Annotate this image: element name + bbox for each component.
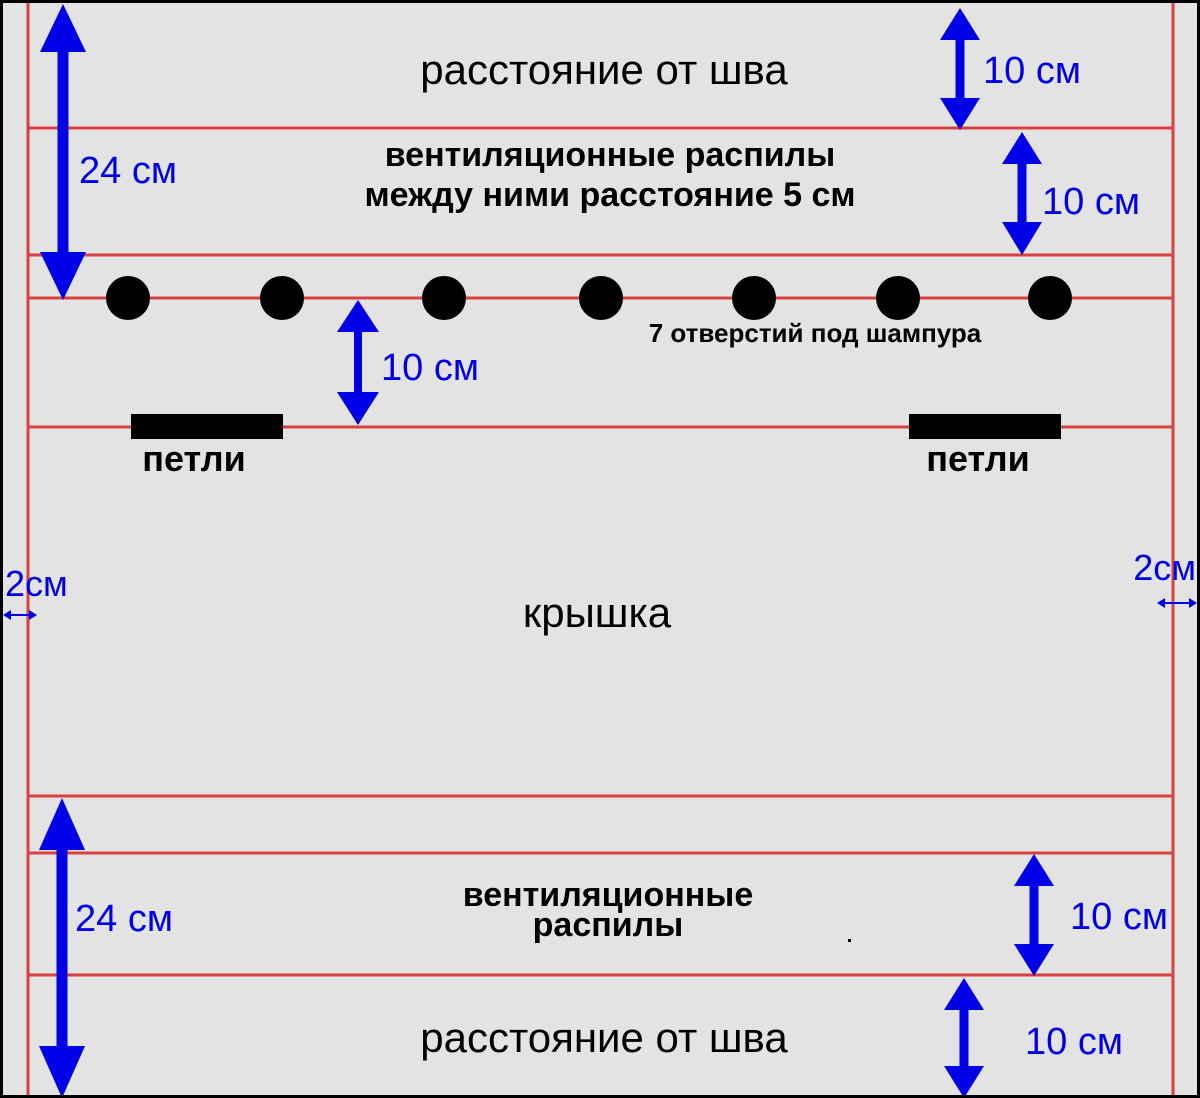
dim-bottom-vent: 10 см <box>1070 896 1168 938</box>
small-mark <box>848 939 851 942</box>
label-seam-distance-bottom: расстояние от шва <box>420 1014 788 1061</box>
skewer-hole <box>260 276 304 320</box>
skewer-hole <box>1028 276 1072 320</box>
skewer-hole <box>422 276 466 320</box>
skewer-hole <box>106 276 150 320</box>
dim-right-margin: 2см <box>1133 547 1196 588</box>
skewer-holes <box>106 276 1072 320</box>
label-seam-distance-top: расстояние от шва <box>420 46 788 93</box>
arrow-top-seam <box>940 8 980 130</box>
hinge-right-bar <box>909 414 1061 439</box>
label-vent-top-line2: между ними расстояние 5 см <box>364 176 855 214</box>
arrow-top-vent <box>1002 132 1042 255</box>
label-lid: крышка <box>523 589 672 636</box>
skewer-hole <box>579 276 623 320</box>
hinge-left-bar <box>131 414 283 439</box>
dim-holes-to-hinges: 10 см <box>381 347 479 389</box>
dim-bottom-seam: 10 см <box>1025 1021 1123 1063</box>
label-vent-bottom-line1: вентиляционные <box>463 876 753 914</box>
sheet-background <box>3 2 1197 1095</box>
dim-bottom-total: 24 см <box>75 898 173 940</box>
label-vent-bottom-line2: распилы <box>533 906 684 944</box>
label-hinge-right: петли <box>926 438 1029 479</box>
label-hinge-left: петли <box>142 438 245 479</box>
skewer-hole <box>876 276 920 320</box>
guide-lines <box>26 2 1175 1098</box>
arrow-bottom-seam <box>944 978 984 1098</box>
arrow-holes-to-hinges <box>337 300 379 425</box>
dim-left-margin: 2см <box>5 563 68 604</box>
arrow-bottom-vent <box>1014 854 1054 976</box>
dim-top-seam: 10 см <box>983 50 1081 92</box>
arrow-top-total <box>40 4 86 300</box>
arrow-bottom-total <box>39 798 85 1098</box>
label-vent-top-line1: вентиляционные распилы <box>385 136 836 174</box>
arrow-right-margin <box>1157 598 1197 608</box>
dimension-arrows <box>3 4 1197 1098</box>
skewer-hole <box>732 276 776 320</box>
label-holes: 7 отверстий под шампура <box>649 318 982 348</box>
dim-top-total: 24 см <box>79 150 177 192</box>
dim-top-vent: 10 см <box>1042 181 1140 223</box>
arrow-left-margin <box>3 610 37 620</box>
